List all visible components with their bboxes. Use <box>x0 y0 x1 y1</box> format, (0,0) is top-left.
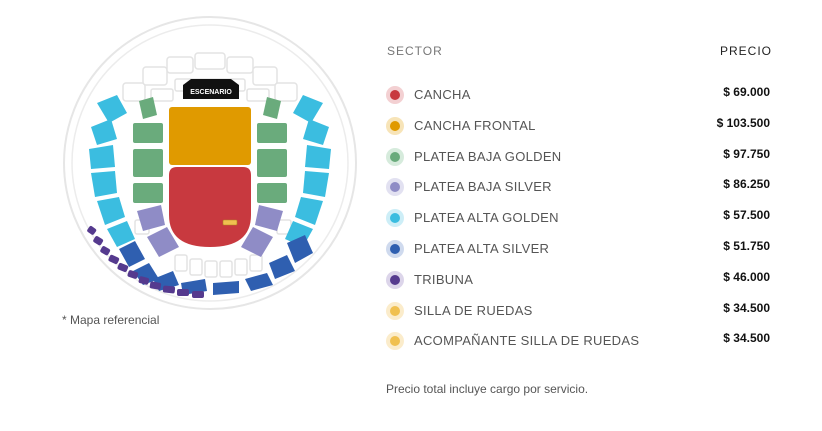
sector-color-dot-icon <box>386 301 404 320</box>
sector-color-dot-icon <box>386 116 404 135</box>
map-note: * Mapa referencial <box>62 313 160 327</box>
price-row: PLATEA ALTA GOLDEN $ 57.500 <box>386 207 770 231</box>
stage: ESCENARIO <box>183 79 239 99</box>
sector-price: $ 46.000 <box>723 269 770 284</box>
price-row: TRIBUNA $ 46.000 <box>386 269 770 293</box>
venue-inner-ring <box>71 24 349 302</box>
silla-de-ruedas-marker <box>222 219 238 226</box>
platea-alta-golden-right <box>285 95 331 247</box>
sector-color-dot-icon <box>386 178 404 197</box>
price-row: PLATEA ALTA SILVER $ 51.750 <box>386 238 770 262</box>
sector-name: ACOMPAÑANTE SILLA DE RUEDAS <box>414 333 640 349</box>
sector-name: PLATEA BAJA SILVER <box>414 179 552 195</box>
price-row: CANCHA $ 69.000 <box>386 84 770 108</box>
price-row: PLATEA BAJA SILVER $ 86.250 <box>386 176 770 200</box>
sector-price: $ 34.500 <box>723 331 770 346</box>
sector-price: $ 69.000 <box>723 85 770 99</box>
sector-name: PLATEA ALTA GOLDEN <box>414 210 559 226</box>
footer-note: Precio total incluye cargo por servicio. <box>386 382 589 396</box>
header-sector: SECTOR <box>387 44 443 58</box>
platea-baja-golden-left <box>133 97 163 203</box>
sector-price: $ 97.750 <box>723 146 770 161</box>
sector-price: $ 57.500 <box>723 208 770 223</box>
venue-map: ESCENARIO <box>63 16 357 310</box>
tribuna-sections <box>87 226 204 298</box>
header-price: PRECIO <box>720 44 773 58</box>
sector-color-dot-icon <box>386 147 404 166</box>
platea-baja-silver <box>137 205 283 257</box>
cancha-frontal-area <box>169 107 251 165</box>
sector-color-dot-icon <box>386 270 404 289</box>
sector-name: PLATEA BAJA GOLDEN <box>414 148 562 164</box>
cancha-area <box>169 167 251 247</box>
sector-name: CANCHA <box>414 87 471 102</box>
lower-white-sections <box>134 219 292 278</box>
sector-color-dot-icon <box>386 240 404 258</box>
price-row: PLATEA BAJA GOLDEN $ 97.750 <box>386 146 770 170</box>
price-row: ACOMPAÑANTE SILLA DE RUEDAS $ 34.500 <box>386 330 770 354</box>
sector-color-dot-icon <box>386 86 404 104</box>
stage-label: ESCENARIO <box>190 89 232 96</box>
sector-name: SILLA DE RUEDAS <box>414 302 533 318</box>
sector-name: PLATEA ALTA SILVER <box>414 241 550 256</box>
venue-outer-ring <box>63 16 357 310</box>
sector-color-dot-icon <box>386 209 404 228</box>
sector-price: $ 34.500 <box>723 300 770 315</box>
sector-price: $ 86.250 <box>723 177 770 192</box>
sector-price: $ 103.500 <box>716 115 770 130</box>
sector-name: TRIBUNA <box>414 271 474 287</box>
upper-white-sections <box>122 52 298 102</box>
sector-price: $ 51.750 <box>723 239 770 253</box>
platea-baja-golden-right <box>257 97 287 203</box>
sector-name: CANCHA FRONTAL <box>414 117 536 133</box>
price-row: SILLA DE RUEDAS $ 34.500 <box>386 300 770 324</box>
platea-alta-golden-left <box>89 95 135 247</box>
platea-alta-silver <box>119 235 313 295</box>
price-row: CANCHA FRONTAL $ 103.500 <box>386 115 770 139</box>
sector-color-dot-icon <box>386 332 404 351</box>
